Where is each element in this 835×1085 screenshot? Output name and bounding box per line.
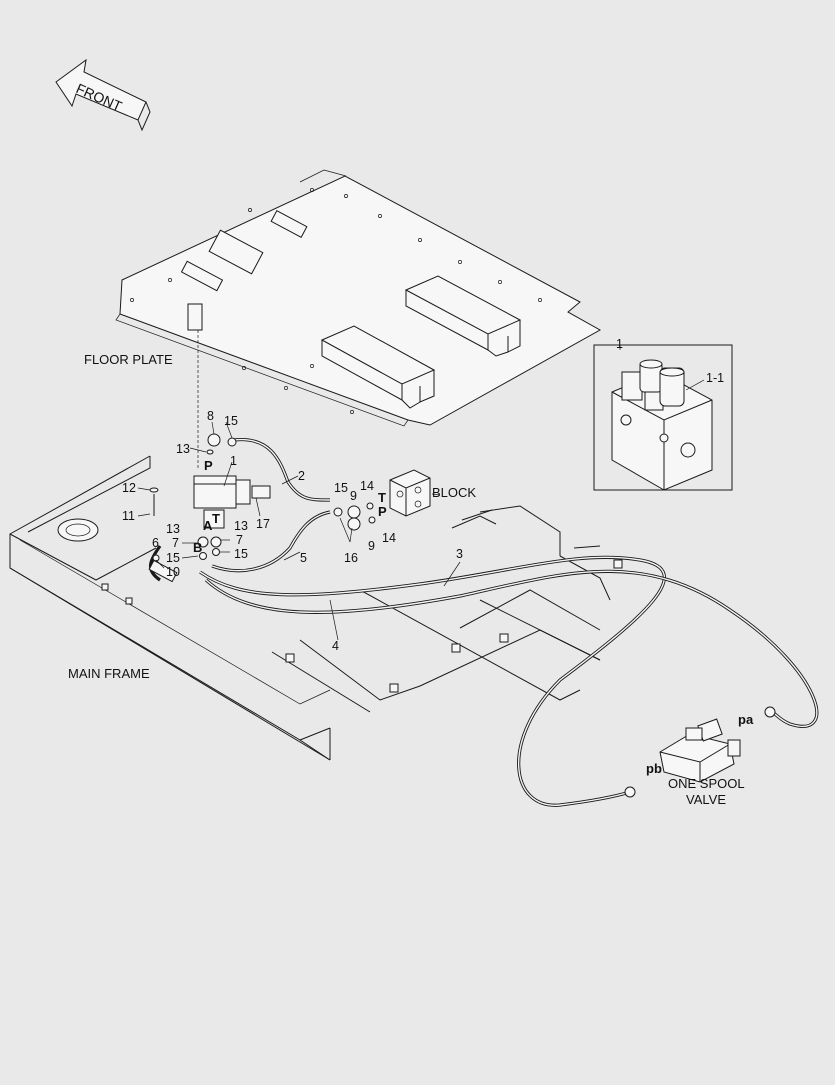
callout-14-top: 14: [360, 479, 374, 493]
callout-9-bottom: 9: [368, 539, 375, 553]
callout-9-top: 9: [350, 489, 357, 503]
callout-12: 12: [122, 481, 136, 495]
fitting-pa: [764, 706, 776, 718]
callout-5: 5: [300, 551, 307, 565]
callout-6: 6: [152, 536, 159, 550]
port-label-pa: pa: [738, 712, 754, 727]
port-label-t-main: T: [212, 511, 220, 526]
callout-7-left: 7: [172, 536, 179, 550]
o-ring-13-top: [206, 449, 214, 455]
block-label: BLOCK: [432, 485, 476, 500]
washer-12: [149, 487, 159, 493]
callout-15-block: 15: [334, 481, 348, 495]
callout-7-right: 7: [236, 533, 243, 547]
fitting-7-left: [197, 536, 209, 548]
fitting-8: [207, 433, 221, 447]
fitting-9-bottom: [347, 517, 361, 531]
callout-16: 16: [344, 551, 358, 565]
o-ring-14-bottom: [368, 516, 376, 524]
inset-box: [593, 344, 733, 491]
front-arrow-icon: FRONT: [55, 58, 151, 132]
one-spool-valve-label-1: ONE SPOOL: [668, 776, 745, 791]
callout-8: 8: [207, 409, 214, 423]
callout-15-right: 15: [234, 547, 248, 561]
callout-1-inset: 1: [616, 337, 623, 351]
one-spool-valve-label-2: VALVE: [686, 792, 726, 807]
fitting-15-right: [212, 548, 220, 556]
main-frame: [9, 455, 623, 761]
o-ring-14-top: [366, 502, 374, 510]
leader-lines: [137, 345, 705, 641]
callout-2: 2: [298, 469, 305, 483]
callout-1: 1: [230, 454, 237, 468]
floor-bracket-right: [404, 275, 522, 357]
main-frame-label: MAIN FRAME: [68, 666, 150, 681]
fitting-15-top: [227, 437, 237, 447]
callout-4: 4: [332, 639, 339, 653]
bolt-10: [152, 554, 160, 562]
floor-plate-label: FLOOR PLATE: [84, 352, 173, 367]
fitting-15-block: [333, 507, 343, 517]
remote-control-valve: [193, 475, 271, 529]
port-label-p-top: P: [204, 458, 213, 473]
fitting-pb: [624, 786, 636, 798]
port-label-p-block: P: [378, 504, 387, 519]
callout-15-top: 15: [224, 414, 238, 428]
port-label-pb: pb: [646, 761, 662, 776]
fitting-7-right: [210, 536, 222, 548]
hoses: [149, 438, 819, 807]
floor-holes: [130, 188, 542, 414]
callout-14-bottom: 14: [382, 531, 396, 545]
callout-1-1: 1-1: [706, 371, 724, 385]
callout-13-top: 13: [176, 442, 190, 456]
callout-11: 11: [122, 509, 135, 523]
callout-3: 3: [456, 547, 463, 561]
fitting-9-top: [347, 505, 361, 519]
callout-10: 10: [166, 565, 180, 579]
floor-plate: [115, 169, 602, 427]
callout-13-mid-left: 13: [166, 522, 180, 536]
bracket-6: [148, 559, 178, 583]
one-spool-valve: [659, 718, 741, 783]
fitting-15-left: [199, 552, 207, 560]
callout-17: 17: [256, 517, 270, 531]
floor-bracket-left: [320, 325, 436, 409]
port-label-t-block: T: [378, 490, 386, 505]
callout-15-left: 15: [166, 551, 180, 565]
port-label-b: B: [193, 540, 202, 555]
callout-13-mid-right: 13: [234, 519, 248, 533]
block-manifold: [389, 469, 431, 517]
port-label-a: A: [203, 518, 213, 533]
